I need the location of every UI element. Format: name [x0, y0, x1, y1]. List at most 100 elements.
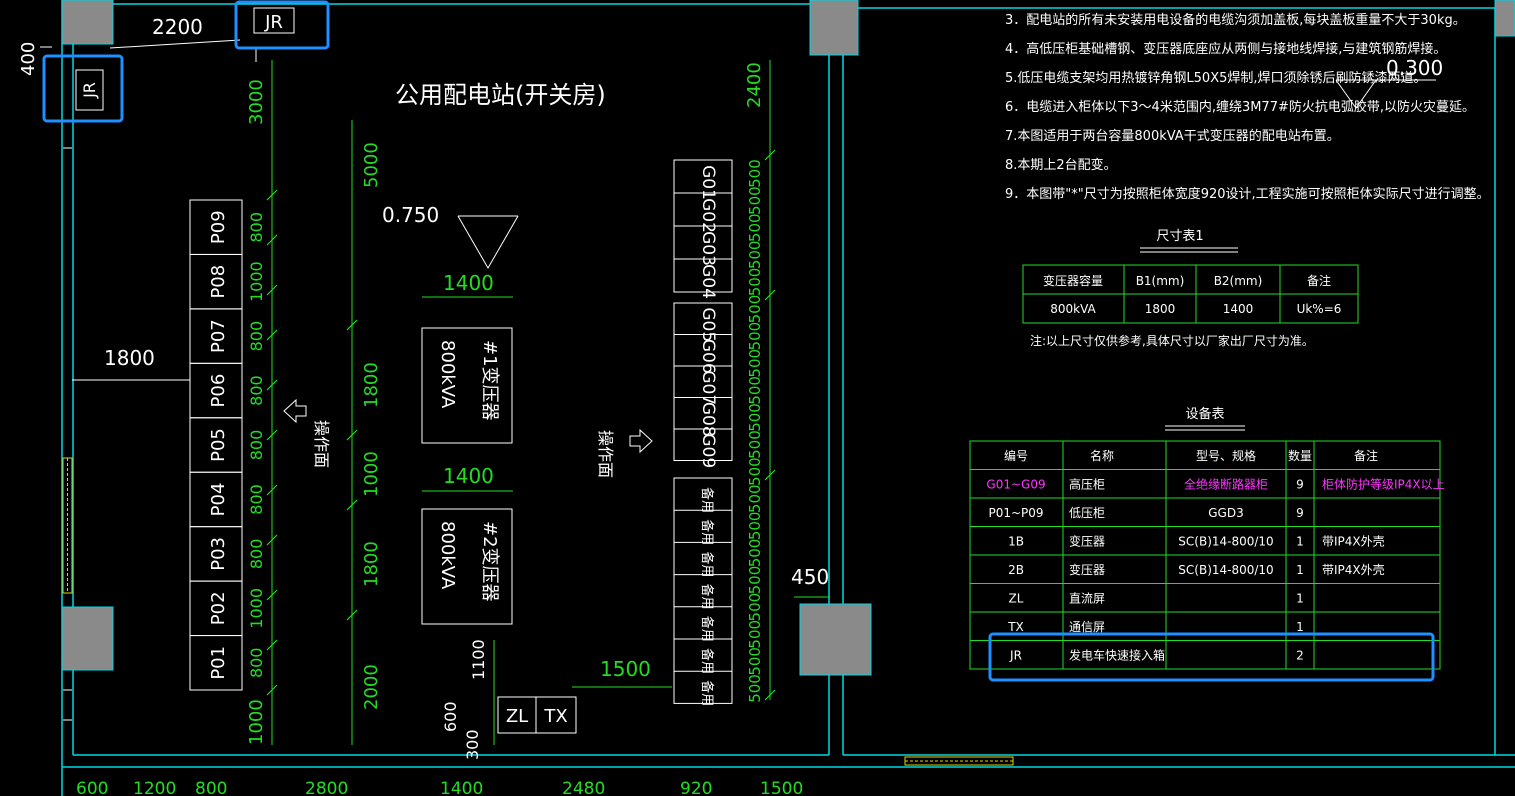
hv-dim-label: 500: [746, 159, 764, 188]
dim-1100: 1100: [469, 639, 488, 680]
size-table-header: 备注: [1307, 273, 1331, 288]
hv-dim-label: 500: [746, 512, 764, 541]
hv-spare-cabinet-label: 备用: [699, 487, 715, 513]
dimension-lines: [271, 60, 1436, 745]
equip-table-header: 备注: [1354, 448, 1378, 463]
dim-3000: 3000: [246, 79, 267, 125]
size-table-cell: 1400: [1223, 302, 1254, 316]
hv-spare-cabinet-label: 备用: [699, 616, 715, 642]
equip-table-cell: 1B: [1008, 535, 1024, 549]
bottom-dim-label: 1500: [760, 779, 803, 796]
lv-dim-label: 800: [247, 484, 266, 515]
wall-openings: [62, 119, 1014, 766]
dim-300: 300: [463, 729, 482, 760]
bottom-dim-label: 600: [76, 779, 108, 796]
equipment-table-title: 设备表: [1185, 406, 1224, 422]
equip-table-cell: GGD3: [1208, 506, 1243, 520]
hv-spare-cabinet-label: 备用: [699, 680, 715, 706]
equip-table-cell: 变压器: [1069, 534, 1105, 549]
equip-table-cell: ZL: [1009, 592, 1024, 606]
hv-dim-label: 500: [746, 430, 764, 459]
transformer-1[interactable]: #1变压器 800kVA: [421, 327, 513, 444]
hv-dim-label: 500: [746, 295, 764, 324]
dim-1400-b: 1400: [443, 464, 494, 488]
transformer-2-name: #2变压器: [479, 521, 500, 602]
zl-tx-panels[interactable]: ZL TX: [497, 696, 577, 734]
note-line: 6．电缆进入柜体以下3～4米范围内,缠绕3M77#防火抗电弧胶带,以防火灾蔓延。: [1005, 99, 1475, 115]
equip-table-cell: 通信屏: [1069, 620, 1105, 634]
transformer-2-capacity: 800kVA: [437, 521, 458, 590]
hv-dim-label: 500: [746, 593, 764, 622]
dim-2000: 2000: [361, 664, 382, 710]
lv-cabinet-label: P09: [208, 210, 229, 244]
arrow-left-icon: [283, 398, 307, 424]
lv-dim-label: 800: [247, 648, 266, 679]
equip-table-header: 名称: [1090, 448, 1114, 463]
lv-dim-label: 800: [247, 430, 266, 461]
transformer-2[interactable]: #2变压器 800kVA: [421, 508, 513, 625]
bottom-dim-label: 2480: [562, 779, 605, 796]
jr-label-top: JR: [264, 12, 283, 33]
operation-face-label-left: 操作面: [312, 420, 331, 468]
jr-box-top[interactable]: JR: [253, 7, 295, 34]
hv-g1-cabinet-label: G01: [698, 165, 718, 200]
lv-cabinet-label: P05: [208, 428, 229, 462]
dim-1000-left: 1000: [246, 699, 267, 745]
size-table-cell: 800kVA: [1050, 302, 1096, 316]
note-line: 3．配电站的所有未安装用电设备的电缆沟须加盖板,每块盖板重量不大于30kg。: [1005, 12, 1466, 28]
hv-dim-label: 500: [746, 539, 764, 568]
dim-1800-a: 1800: [361, 362, 382, 408]
jr-box-left[interactable]: JR: [75, 69, 104, 111]
size-table-header: B1(mm): [1136, 274, 1185, 288]
lv-cabinet-label: P01: [208, 646, 229, 680]
equip-table-cell: 2B: [1008, 563, 1024, 577]
hv-g2-cabinet-label: G05: [698, 307, 718, 342]
dim-5000: 5000: [361, 142, 382, 188]
highlight-box-jr-row[interactable]: [988, 632, 1435, 682]
lv-cabinet-p01[interactable]: [189, 635, 243, 691]
note-line: 5.低压电缆支架均用热镀锌角钢L50X5焊制,焊口须除锈后刷防锈漆两道。: [1005, 70, 1427, 86]
highlight-box-jr-left[interactable]: [42, 54, 124, 123]
dim-400: 400: [18, 42, 39, 76]
equip-table-cell: 1: [1296, 563, 1304, 577]
hv-dim-label: 500: [746, 376, 764, 405]
lv-dim-label: 1000: [247, 261, 266, 302]
size-table-cell: Uk%=6: [1297, 302, 1342, 316]
bottom-dim-label: 1200: [133, 779, 176, 796]
equip-table-cell: TX: [1007, 620, 1024, 634]
leader-lines: [40, 39, 257, 381]
hv-spare-cabinet-label: 备用: [699, 551, 715, 577]
equip-table-header: 数量: [1288, 448, 1312, 463]
equip-table-cell: 1: [1296, 592, 1304, 606]
note-line: 4．高低压柜基础槽钢、变压器底座应从两侧与接地线焊接,与建筑钢筋焊接。: [1005, 41, 1446, 57]
lv-cabinet-label: P07: [208, 319, 229, 353]
hv-dim-label: 500: [746, 349, 764, 378]
equip-table-cell: 带IP4X外壳: [1322, 563, 1385, 577]
hv-dim-label: 500: [746, 186, 764, 215]
lv-dim-label: 800: [247, 212, 266, 243]
equip-table-cell: 9: [1296, 506, 1304, 520]
level-0750: 0.750: [382, 203, 439, 227]
hv-dim-label: 500: [746, 620, 764, 649]
lv-cabinet-label: P03: [208, 537, 229, 571]
equip-table-cell: SC(B)14-800/10: [1178, 535, 1273, 549]
bottom-dim-label: 1400: [440, 779, 483, 796]
hv-dim-label: 500: [746, 403, 764, 432]
lv-cabinet-label: P04: [208, 483, 229, 517]
highlight-box-jr-top[interactable]: [234, 0, 330, 50]
equip-table-cell: 发电车快速接入箱: [1069, 648, 1165, 663]
hv-dim-label: 500: [746, 674, 764, 703]
equip-table-cell: G01~G09: [986, 478, 1045, 492]
lv-cabinet-label: P02: [208, 591, 229, 625]
equip-table-cell: JR: [1009, 649, 1022, 663]
operation-face-label-right: 操作面: [596, 430, 615, 478]
hv-g2-cabinet-label: G07: [698, 370, 718, 405]
dim-2200: 2200: [152, 15, 203, 39]
lv-cabinet-label: P06: [208, 374, 229, 408]
size-table-header: B2(mm): [1214, 274, 1263, 288]
lv-dim-label: 800: [247, 321, 266, 352]
